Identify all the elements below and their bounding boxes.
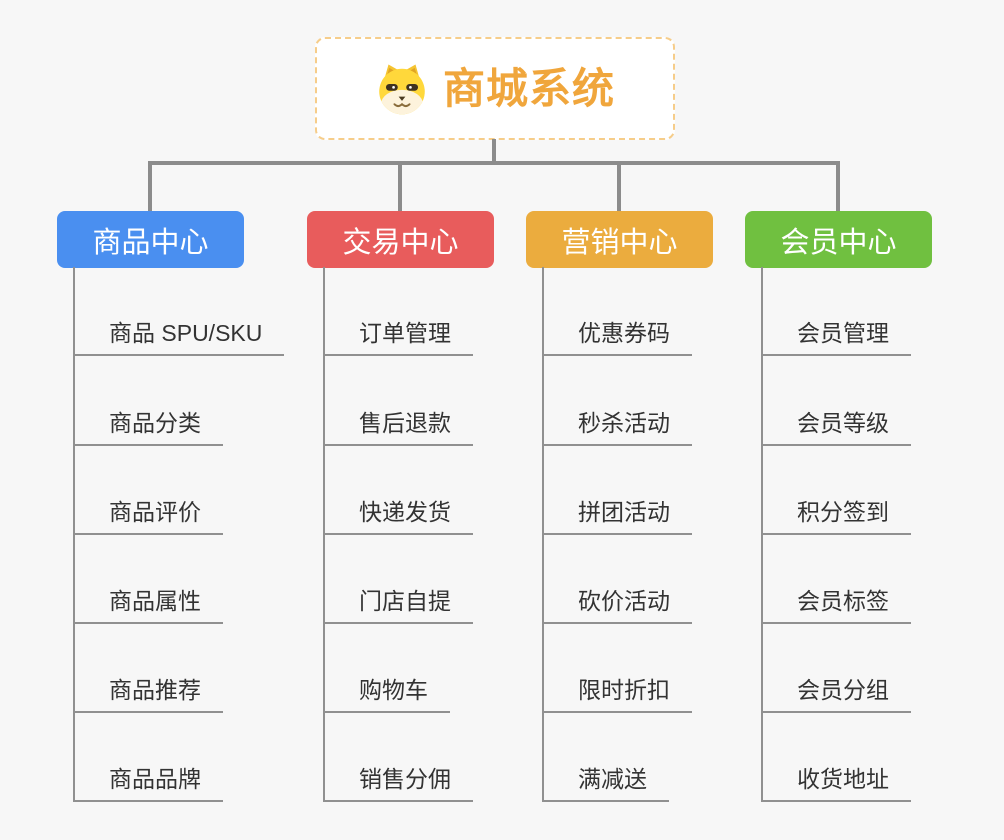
branch-trunk-trade: 订单管理 售后退款 快递发货 门店自提 购物车 销售分佣 bbox=[323, 267, 565, 802]
leaf-node[interactable]: 销售分佣 bbox=[325, 767, 473, 802]
leaf-node[interactable]: 限时折扣 bbox=[544, 678, 692, 713]
root-title: 商城系统 bbox=[442, 64, 615, 112]
leaf-node[interactable]: 商品分类 bbox=[75, 411, 223, 446]
branch-node-product-center[interactable]: 商品中心 bbox=[57, 211, 244, 268]
leaf-node[interactable]: 会员分组 bbox=[763, 678, 911, 713]
connector-drop-product bbox=[148, 163, 152, 211]
leaf-node[interactable]: 商品属性 bbox=[75, 589, 223, 624]
leaf-node[interactable]: 购物车 bbox=[325, 678, 450, 713]
leaf-node[interactable]: 秒杀活动 bbox=[544, 411, 692, 446]
connector-drop-member bbox=[836, 163, 840, 211]
leaf-node[interactable]: 砍价活动 bbox=[544, 589, 692, 624]
branch-node-trade-center[interactable]: 交易中心 bbox=[307, 211, 494, 268]
leaf-node[interactable]: 收货地址 bbox=[763, 767, 911, 802]
leaf-node[interactable]: 商品推荐 bbox=[75, 678, 223, 713]
connector-horizontal-bar bbox=[148, 161, 840, 165]
connector-drop-trade bbox=[398, 163, 402, 211]
root-node-mall-system[interactable]: 商城系统 bbox=[315, 37, 675, 140]
dog-face-icon bbox=[379, 64, 425, 114]
leaf-node[interactable]: 售后退款 bbox=[325, 411, 473, 446]
leaf-node[interactable]: 商品品牌 bbox=[75, 767, 223, 802]
leaf-node[interactable]: 满减送 bbox=[544, 767, 669, 802]
branch-node-marketing-center[interactable]: 营销中心 bbox=[526, 211, 713, 268]
leaf-node[interactable]: 订单管理 bbox=[325, 321, 473, 356]
connector-root-stub bbox=[492, 139, 496, 163]
leaf-node[interactable]: 商品评价 bbox=[75, 500, 223, 535]
branch-trunk-member: 会员管理 会员等级 积分签到 会员标签 会员分组 收货地址 bbox=[761, 267, 1003, 802]
branch-trunk-product: 商品 SPU/SKU 商品分类 商品评价 商品属性 商品推荐 商品品牌 bbox=[73, 267, 315, 802]
leaf-node[interactable]: 门店自提 bbox=[325, 589, 473, 624]
leaf-node[interactable]: 商品 SPU/SKU bbox=[75, 321, 285, 356]
leaf-node[interactable]: 快递发货 bbox=[325, 500, 473, 535]
leaf-node[interactable]: 拼团活动 bbox=[544, 500, 692, 535]
leaf-node[interactable]: 优惠券码 bbox=[544, 321, 692, 356]
branch-trunk-marketing: 优惠券码 秒杀活动 拼团活动 砍价活动 限时折扣 满减送 bbox=[542, 267, 784, 802]
branch-node-member-center[interactable]: 会员中心 bbox=[745, 211, 932, 268]
leaf-node[interactable]: 会员管理 bbox=[763, 321, 911, 356]
leaf-node[interactable]: 积分签到 bbox=[763, 500, 911, 535]
leaf-node[interactable]: 会员标签 bbox=[763, 589, 911, 624]
leaf-node[interactable]: 会员等级 bbox=[763, 411, 911, 446]
connector-drop-marketing bbox=[617, 163, 621, 211]
